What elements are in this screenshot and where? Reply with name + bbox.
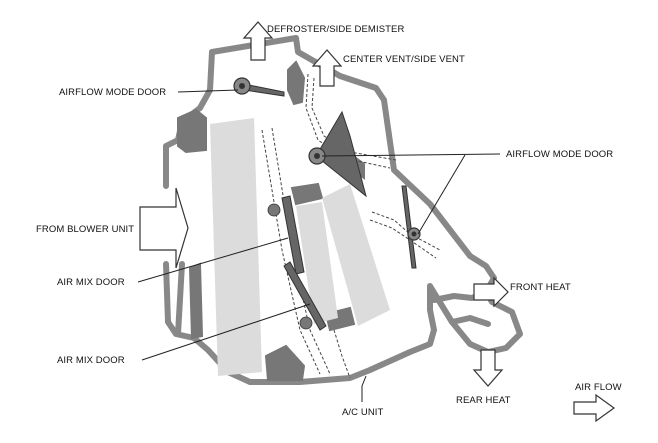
leader-air-mix-door-lower [141,303,311,361]
label-rear-heat: REAR HEAT [456,395,511,406]
label-airflow-mode-door-right: AIRFLOW MODE DOOR [506,149,613,160]
air-mix-door-lower [283,261,327,331]
rear-heat-arrow-icon [472,349,504,387]
cores [210,118,390,376]
vent-door-pivot-center [314,153,320,159]
sweep-path-right-2 [369,219,437,259]
defroster-arrow-icon [242,21,274,61]
housing-lower-left [175,261,185,337]
leader-airflow-mode-door-left [177,89,239,93]
housing-block-top-left [177,108,207,154]
label-air-mix-door-upper: AIR MIX DOOR [57,277,125,288]
ac-unit-housing [163,35,523,385]
housing-outer-wall [163,35,523,385]
label-center-vent: CENTER VENT/SIDE VENT [343,54,465,65]
label-ac-unit: A/C UNIT [342,407,384,418]
heater-core-left [296,202,338,324]
leader-airflow-mode-door-right-b [417,154,466,235]
legend-air-flow-arrow-icon [573,393,616,423]
front-heat-arrow-icon [473,276,509,308]
evaporator-core [210,118,262,376]
housing-block-mid-upper [290,182,324,206]
leader-airflow-mode-door-right-a [321,153,501,157]
leader-air-mix-door-upper [137,237,289,283]
sweep-path-left-2 [271,127,331,375]
air-mix-gear-lower [299,316,313,330]
housing-block-top-center [287,60,306,106]
heater-core-right [322,184,390,326]
flow-arrows [139,21,616,423]
heat-door-pivot-center [411,231,417,237]
blower-inflow-arrow-icon [139,187,189,269]
label-from-blower: FROM BLOWER UNIT [36,224,134,235]
center-vent-arrow-icon [311,49,343,87]
door-sweep-paths [261,73,441,379]
sweep-path-left-1 [261,129,321,375]
sweep-path-center-2 [311,77,397,161]
airflow-mode-door-vent [315,110,367,198]
sweep-path-bottom [333,329,351,379]
housing-block-left-post [188,262,204,340]
sweep-path-center [305,73,391,169]
label-air-mix-door-lower: AIR MIX DOOR [57,355,125,366]
label-defroster: DEFROSTER/SIDE DEMISTER [267,24,404,35]
housing-rear-duct [449,315,491,327]
text-labels: DEFROSTER/SIDE DEMISTER CENTER VENT/SIDE… [36,24,622,418]
label-front-heat: FRONT HEAT [510,282,571,293]
label-airflow-mode-door-left: AIRFLOW MODE DOOR [59,87,166,98]
leader-lines [137,89,501,402]
air-mix-gear-upper [267,203,281,217]
housing-block-bottom [264,344,306,381]
airflow-mode-door-heat [401,185,417,269]
air-mix-door-upper [281,195,305,275]
defroster-door-pivot-center [239,83,245,89]
label-legend-air-flow: AIR FLOW [575,382,622,393]
doors [233,77,421,331]
leader-ac-unit [361,375,367,402]
sweep-path-right [371,211,441,251]
